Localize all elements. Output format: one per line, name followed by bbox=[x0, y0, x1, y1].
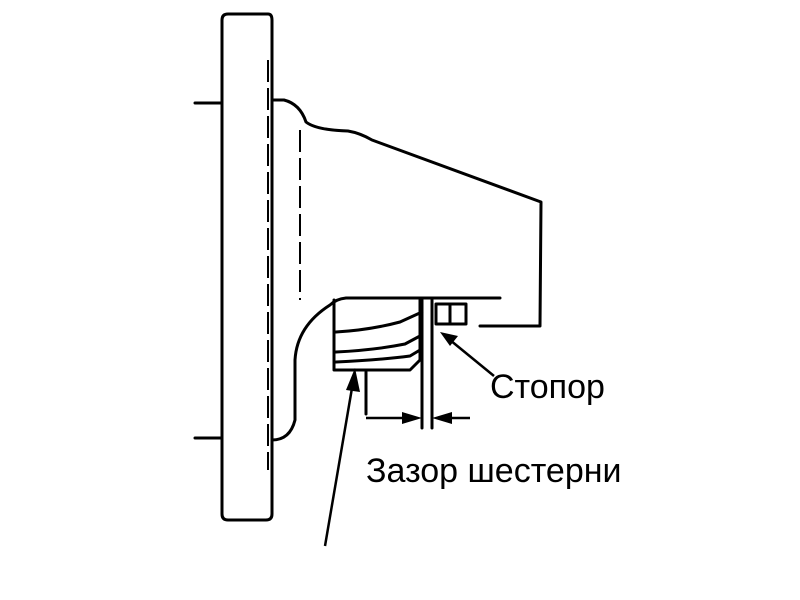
housing-body bbox=[270, 98, 543, 328]
gear-layer-3 bbox=[334, 348, 422, 364]
gear-block bbox=[332, 298, 422, 372]
gear-layer-2 bbox=[334, 334, 422, 354]
gear-leader-line bbox=[323, 387, 354, 547]
gap-arrowhead-right bbox=[432, 412, 452, 424]
flange-plate bbox=[220, 12, 274, 522]
gear-gap-label: Зазор шестерни bbox=[366, 452, 622, 490]
stopper-arrowhead bbox=[440, 332, 458, 346]
stopper-label: Стопор bbox=[490, 368, 605, 406]
gear-layer-1 bbox=[334, 310, 424, 334]
stopper-leader-line bbox=[449, 339, 495, 377]
housing-back-wall bbox=[270, 296, 502, 442]
gear-arrowhead bbox=[346, 368, 360, 392]
gap-arrowhead-left bbox=[402, 412, 422, 424]
